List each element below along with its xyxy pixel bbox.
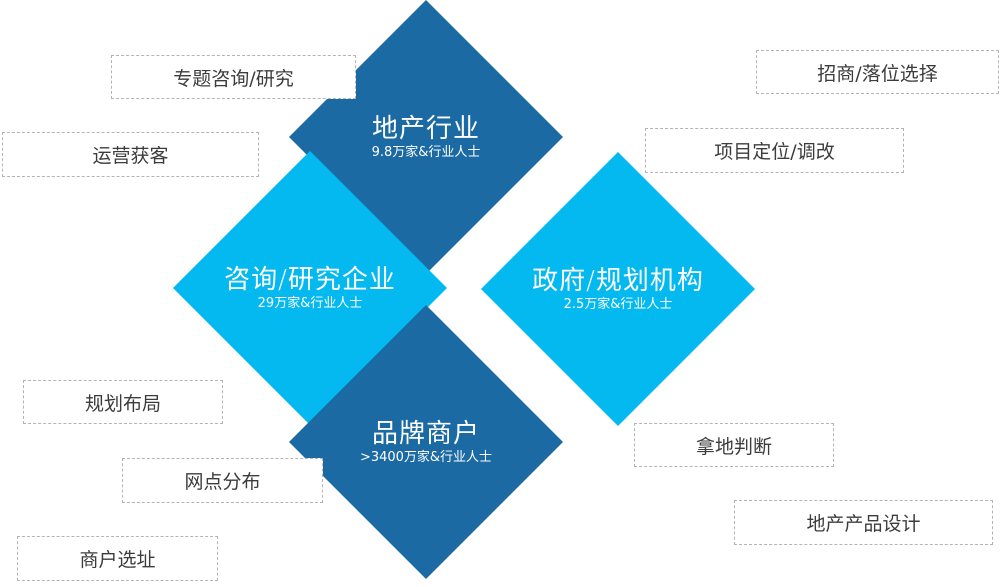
- segment-subtitle: 9.8万家&行业人士: [371, 145, 481, 160]
- segment-government: 政府/规划机构 2.5万家&行业人士: [481, 152, 755, 426]
- diamond-shape: [481, 152, 755, 426]
- segment-brand-merchants: 品牌商户 >3400万家&行业人士: [289, 305, 563, 579]
- tag-leasing: 招商/落位选择: [756, 50, 999, 94]
- tag-network: 网点分布: [122, 458, 323, 503]
- segment-title: 咨询/研究企业: [224, 265, 396, 295]
- segment-title: 地产行业: [371, 114, 480, 144]
- segment-title: 品牌商户: [371, 419, 480, 449]
- diamond-shape: [289, 305, 563, 579]
- segment-subtitle: 29万家&行业人士: [257, 296, 363, 311]
- tag-product-design: 地产产品设计: [734, 500, 993, 545]
- segment-title: 政府/规划机构: [532, 266, 704, 296]
- tag-operations: 运营获客: [2, 132, 259, 177]
- segment-subtitle: 2.5万家&行业人士: [563, 297, 673, 312]
- tag-positioning: 项目定位/调改: [645, 128, 904, 173]
- tag-planning: 规划布局: [23, 380, 223, 424]
- tag-land-acquisition: 拿地判断: [634, 423, 834, 467]
- segment-subtitle: >3400万家&行业人士: [359, 450, 493, 465]
- tag-site-selection: 商户选址: [17, 536, 218, 581]
- tag-topic-research: 专题咨询/研究: [111, 55, 356, 99]
